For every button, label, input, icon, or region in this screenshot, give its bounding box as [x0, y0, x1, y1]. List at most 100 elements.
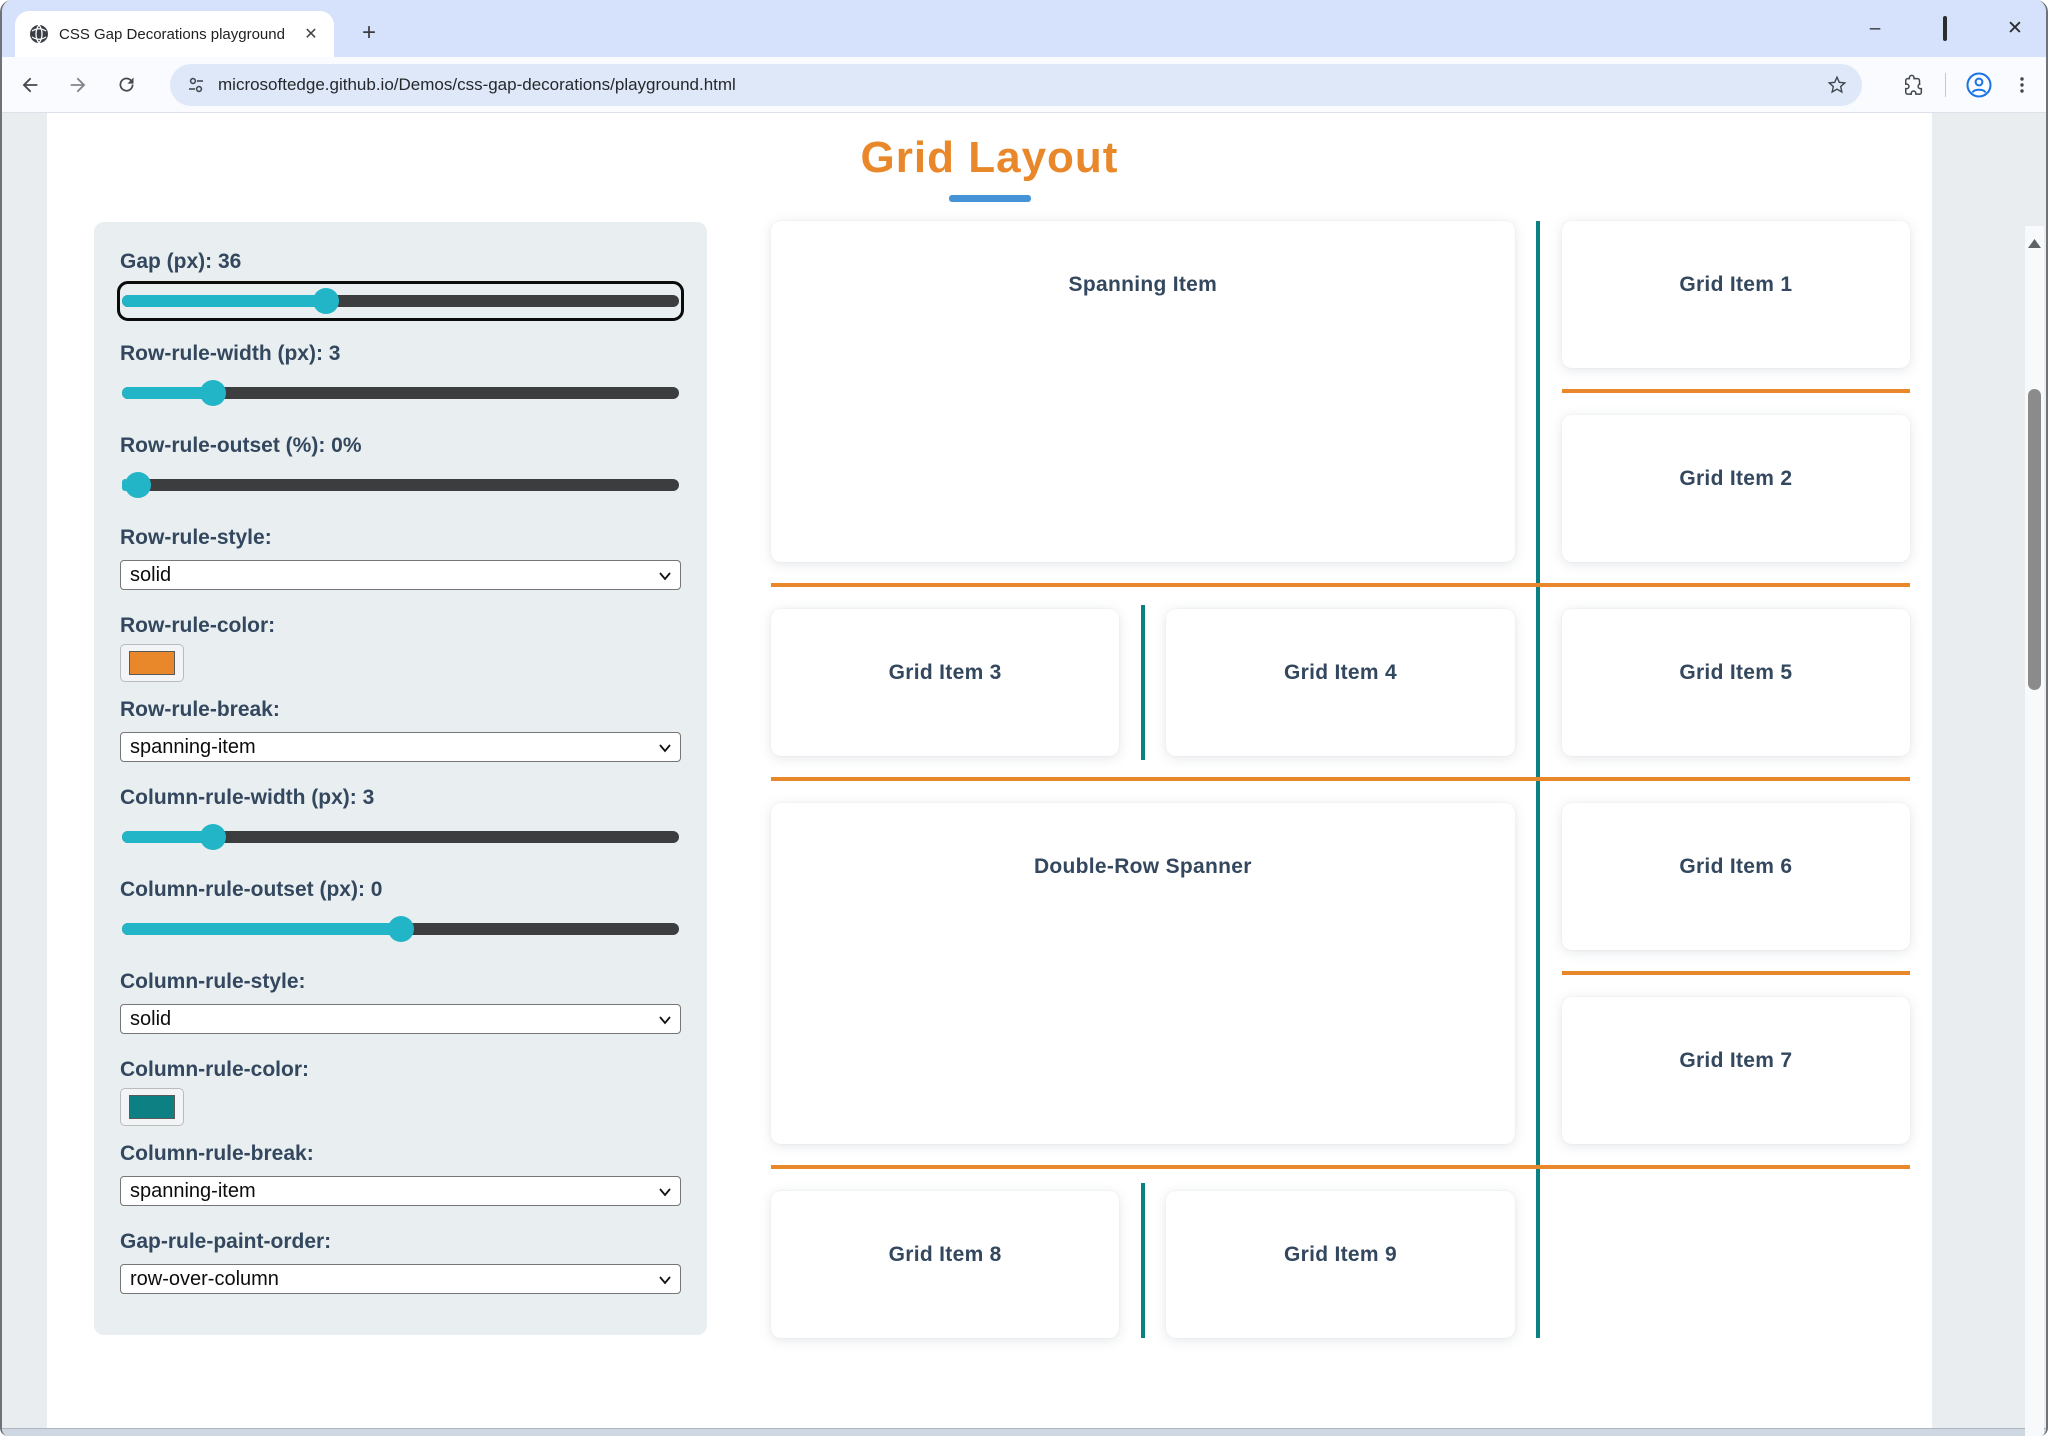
slider-thumb[interactable] [312, 288, 339, 314]
control-label: Row-rule-color: [120, 614, 276, 637]
toolbar-right [1903, 57, 2032, 113]
page-viewport: Grid Layout Gap (px): 36 Row-rule-width … [2, 113, 2046, 1436]
color-picker[interactable] [120, 644, 184, 682]
slider-track[interactable] [122, 387, 679, 399]
slider-thumb[interactable] [200, 380, 227, 406]
control-row-rule-outset: Row-rule-outset (%): 0% [120, 434, 681, 502]
maximize-button[interactable] [1932, 15, 1958, 41]
extensions-icon[interactable] [1903, 74, 1925, 96]
control-column-rule-break: Column-rule-break: spanning-item [120, 1142, 681, 1206]
range-slider[interactable] [120, 820, 681, 854]
menu-dots-icon[interactable] [2012, 75, 2032, 95]
control-label: Row-rule-width (px): 3 [120, 342, 341, 365]
grid-item: Grid Item 4 [1166, 609, 1515, 756]
new-tab-button[interactable]: + [361, 19, 376, 46]
page-title: Grid Layout [860, 133, 1119, 182]
color-picker[interactable] [120, 1088, 184, 1126]
grid: Spanning Item Grid Item 1 Grid Item 2 Grid … [771, 221, 1910, 1338]
control-column-rule-style: Column-rule-style: solid [120, 970, 681, 1034]
control-row-rule-style: Row-rule-style: solid [120, 526, 681, 590]
grid-item: Grid Item 7 [1561, 997, 1910, 1144]
select[interactable]: row-over-column [120, 1264, 681, 1294]
range-slider[interactable] [120, 468, 681, 502]
chevron-down-icon [659, 1276, 671, 1285]
favicon-globe-icon [30, 24, 48, 44]
grid-item: Grid Item 2 [1561, 415, 1910, 562]
close-button[interactable]: ✕ [2007, 18, 2023, 39]
control-column-rule-color: Column-rule-color: [120, 1058, 681, 1126]
page-content: Grid Layout Gap (px): 36 Row-rule-width … [47, 113, 1932, 1428]
control-label: Row-rule-outset (%): 0% [120, 434, 362, 457]
grid-item-label: Spanning Item [1068, 273, 1218, 296]
bookmark-star-icon[interactable] [1826, 74, 1848, 96]
grid-item: Spanning Item [771, 221, 1515, 562]
control-label: Row-rule-style: [120, 526, 272, 549]
control-column-rule-width: Column-rule-width (px): 3 [120, 786, 681, 854]
minimize-button[interactable]: – [1869, 17, 1881, 39]
grid-item-label: Grid Item 1 [1679, 273, 1793, 296]
slider-fill [122, 295, 324, 307]
grid-item-label: Grid Item 3 [888, 661, 1002, 684]
slider-track[interactable] [122, 479, 679, 491]
site-settings-icon[interactable] [186, 75, 206, 95]
select[interactable]: spanning-item [120, 732, 681, 762]
control-row-rule-color: Row-rule-color: [120, 614, 681, 682]
scrollbar-thumb[interactable] [2028, 389, 2041, 690]
control-row-rule-width: Row-rule-width (px): 3 [120, 342, 681, 410]
back-icon[interactable] [10, 65, 50, 105]
profile-icon[interactable] [1966, 72, 1992, 98]
range-slider[interactable] [120, 912, 681, 946]
grid-item: Grid Item 3 [771, 609, 1120, 756]
address-bar[interactable]: microsoftedge.github.io/Demos/css-gap-de… [170, 64, 1862, 106]
slider-track[interactable] [122, 831, 679, 843]
control-gap-rule-paint-order: Gap-rule-paint-order: row-over-column [120, 1230, 681, 1294]
slider-thumb[interactable] [387, 916, 414, 942]
grid-item-label: Grid Item 2 [1679, 467, 1793, 490]
control-gap: Gap (px): 36 [117, 250, 684, 321]
select-value: solid [130, 563, 172, 586]
grid-item-label: Grid Item 5 [1679, 661, 1793, 684]
grid-item: Grid Item 1 [1561, 221, 1910, 368]
grid-item-label: Grid Item 6 [1679, 855, 1793, 878]
window-bottom-edge [2, 1428, 2046, 1436]
grid-item: Double-Row Spanner [771, 803, 1515, 1144]
scroll-up-icon[interactable] [2025, 226, 2044, 260]
toolbar-separator [1945, 73, 1946, 97]
select[interactable]: solid [120, 560, 681, 590]
window-controls: – ✕ [1862, 0, 2028, 57]
control-label: Gap-rule-paint-order: [120, 1230, 332, 1253]
slider-fill [122, 387, 207, 399]
control-row-rule-break: Row-rule-break: spanning-item [120, 698, 681, 762]
range-slider[interactable] [120, 376, 681, 410]
slider-fill [122, 923, 403, 935]
select-value: spanning-item [130, 1179, 256, 1202]
select-value: spanning-item [130, 735, 256, 758]
control-label: Gap (px): 36 [120, 250, 242, 273]
chevron-down-icon [659, 744, 671, 753]
select[interactable]: solid [120, 1004, 681, 1034]
tab-css-gap-decorations[interactable]: CSS Gap Decorations playground ✕ [15, 11, 334, 57]
control-column-rule-outset: Column-rule-outset (px): 0 [120, 878, 681, 946]
grid-item: Grid Item 5 [1561, 609, 1910, 756]
reload-icon[interactable] [106, 65, 146, 105]
browser-toolbar: microsoftedge.github.io/Demos/css-gap-de… [2, 57, 2046, 113]
select-value: row-over-column [130, 1267, 279, 1290]
forward-icon[interactable] [58, 65, 98, 105]
slider-thumb[interactable] [125, 472, 152, 498]
chevron-down-icon [659, 572, 671, 581]
tab-title: CSS Gap Decorations playground [59, 25, 285, 43]
title-underline [948, 195, 1031, 202]
tab-close-icon[interactable]: ✕ [304, 26, 318, 43]
grid-item: Grid Item 9 [1166, 1191, 1515, 1338]
color-swatch [129, 1095, 175, 1119]
range-slider[interactable] [117, 281, 684, 321]
control-label: Column-rule-break: [120, 1142, 314, 1165]
scrollbar[interactable] [2025, 226, 2044, 1436]
select[interactable]: spanning-item [120, 1176, 681, 1206]
color-swatch [129, 651, 175, 675]
slider-fill [122, 479, 128, 491]
slider-thumb[interactable] [200, 824, 227, 850]
grid-item-label: Grid Item 7 [1679, 1049, 1793, 1072]
select-value: solid [130, 1007, 172, 1030]
